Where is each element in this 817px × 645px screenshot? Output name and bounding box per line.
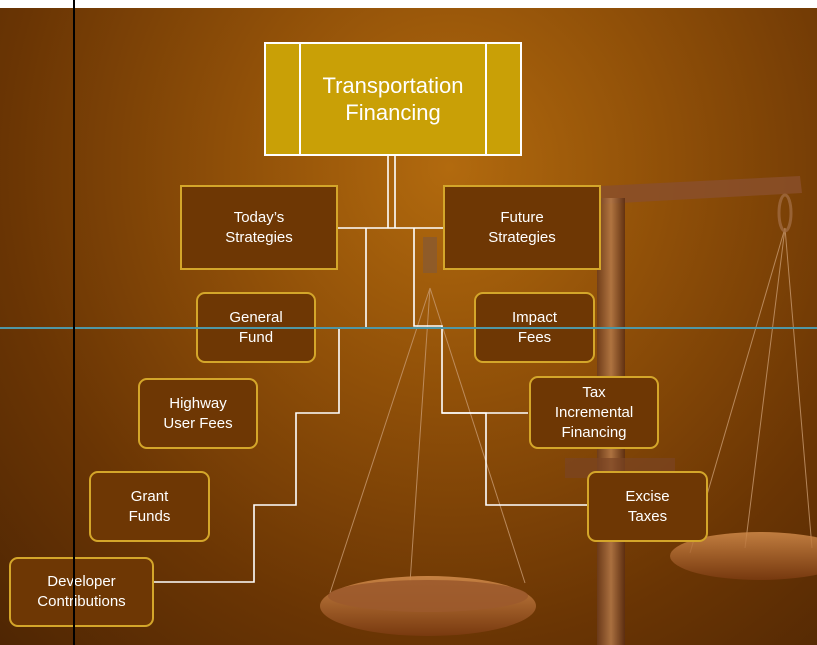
title-right-bar (485, 44, 487, 154)
future-strategies-label: Future Strategies (488, 208, 556, 246)
developer-contributions-label: Developer Contributions (37, 573, 126, 610)
developer-contributions-box: Developer Contributions (9, 557, 154, 627)
grant-funds-box: Grant Funds (89, 471, 210, 542)
future-strategies-box: Future Strategies (443, 185, 601, 270)
tax-incremental-financing-label: Tax Incremental Financing (554, 383, 634, 441)
slide-canvas: Transportation Financing Today’s Strateg… (0, 8, 817, 645)
horizontal-guide-line[interactable] (0, 327, 817, 329)
tax-incremental-financing-box: Tax Incremental Financing (529, 376, 659, 449)
title-box: Transportation Financing (264, 42, 522, 156)
general-fund-label: General Fund (229, 308, 283, 346)
title-left-bar (299, 44, 301, 154)
connector-lines (153, 148, 588, 583)
grant-funds-label: Grant Funds (128, 487, 171, 525)
excise-taxes-label: Excise Taxes (625, 487, 670, 525)
vertical-guide-line[interactable] (73, 0, 75, 645)
excise-taxes-box: Excise Taxes (587, 471, 708, 542)
todays-strategies-label: Today’s Strategies (225, 208, 293, 246)
todays-strategies-box: Today’s Strategies (180, 185, 338, 270)
highway-user-fees-label: Highway User Fees (163, 394, 233, 432)
highway-user-fees-box: Highway User Fees (138, 378, 258, 449)
impact-fees-label: Impact Fees (511, 308, 557, 346)
title-text: Transportation Financing (322, 73, 464, 125)
